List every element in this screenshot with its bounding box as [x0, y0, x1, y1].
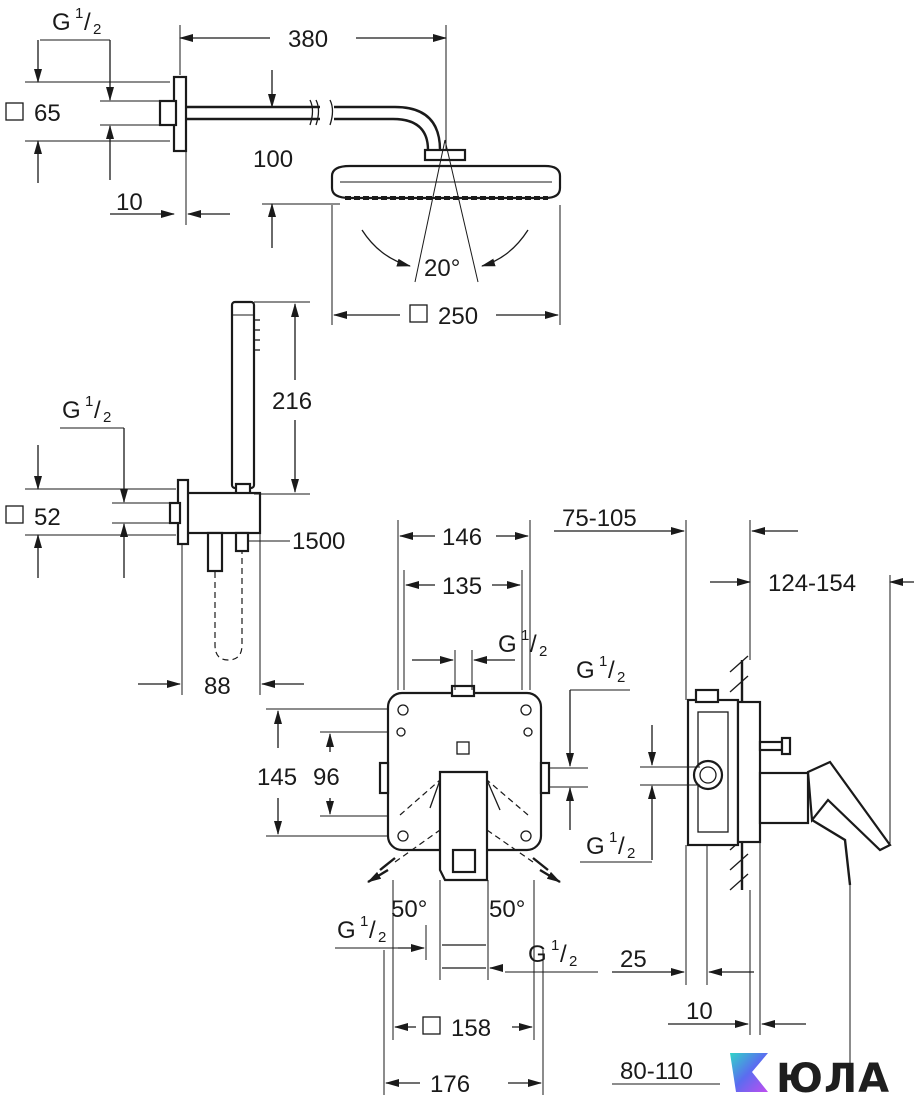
brand-name: ЮЛА — [776, 1056, 890, 1100]
hose-length-label: 1500 — [292, 528, 345, 555]
lever-reach-label: 124-154 — [768, 570, 856, 597]
shower-arm-curve-inner — [334, 117, 430, 151]
wall-plate — [736, 700, 762, 844]
head-thread-den: 2 — [93, 21, 101, 38]
side-thread-g: G — [586, 833, 605, 860]
box-inner-width-label: 135 — [442, 573, 482, 600]
head-connector — [158, 99, 178, 127]
cover-width-label: 176 — [430, 1071, 470, 1098]
right-thread-slash: / — [608, 657, 615, 684]
bottom-left-thread-num: 1 — [360, 913, 368, 930]
lever-handle — [806, 760, 892, 852]
shower-arm-curve-outer — [334, 105, 442, 151]
hand-shower — [230, 300, 256, 490]
square-symbol-icon — [5, 505, 24, 524]
hose-bracket — [184, 491, 262, 535]
bottom-left-thread-g: G — [337, 917, 356, 944]
box-width-label: 146 — [442, 524, 482, 551]
square-symbol-icon — [422, 1016, 441, 1035]
lever-base — [758, 771, 810, 825]
hose-thread-g: G — [62, 397, 81, 424]
square-symbol-icon — [409, 304, 428, 323]
angle-right-label: 50° — [489, 896, 525, 923]
brand-logo-icon — [730, 1053, 768, 1092]
hose-thread-slash: / — [94, 397, 101, 424]
head-thread-g: G — [52, 9, 71, 36]
right-thread-num: 1 — [599, 653, 607, 670]
bracket-depth-label: 88 — [204, 673, 231, 700]
plate-offset-label: 25 — [620, 946, 647, 973]
angle-left-label: 50° — [391, 896, 427, 923]
side-thread-den: 2 — [627, 845, 635, 862]
bottom-left-thread-den: 2 — [378, 929, 386, 946]
pipe-length-label: 380 — [288, 26, 328, 53]
tilt-angle-label: 20° — [424, 255, 460, 282]
head-thread-num: 1 — [75, 5, 83, 22]
plate-thickness-label: 10 — [686, 998, 713, 1025]
head-thread-slash: / — [84, 9, 91, 36]
box-height-label: 145 — [257, 764, 297, 791]
head-shower-view: 20° 380 G 1 / 2 65 100 10 — [5, 5, 562, 330]
handshower-length-label: 216 — [272, 388, 312, 415]
brand-watermark: ЮЛА — [730, 1053, 890, 1100]
bottom-right-thread-num: 1 — [551, 937, 559, 954]
head-square-label: 250 — [438, 303, 478, 330]
head-outlet-square-label: 65 — [34, 100, 61, 127]
bottom-right-thread-slash: / — [560, 941, 567, 968]
hose-thread-den: 2 — [103, 409, 111, 426]
wall-range-label: 80-110 — [620, 1058, 693, 1085]
hose-thread-num: 1 — [85, 393, 93, 410]
top-thread-slash: / — [530, 631, 537, 658]
hand-shower-view: 216 G 1 / 2 52 1500 88 — [5, 300, 345, 700]
side-thread-slash: / — [618, 833, 625, 860]
mixer-front-view: 50° 50° 146 135 G 1 / 2 G 1 / 2 — [257, 520, 630, 1098]
hose-path — [214, 552, 243, 661]
cover-square-label: 158 — [451, 1015, 491, 1042]
bottom-left-thread-slash: / — [369, 917, 376, 944]
right-thread-den: 2 — [617, 669, 625, 686]
bottom-right-thread-den: 2 — [569, 953, 577, 970]
top-thread-g: G — [498, 631, 517, 658]
mixer-side-view: 75-105 124-154 G 1 / 2 25 10 80-110 — [554, 505, 914, 1085]
head-drop-label: 100 — [253, 146, 293, 173]
right-thread-g: G — [576, 657, 595, 684]
install-depth-label: 75-105 — [562, 505, 637, 532]
side-thread-num: 1 — [609, 829, 617, 846]
cartridge-icon — [692, 759, 724, 791]
top-thread-num: 1 — [521, 627, 529, 644]
bottom-right-thread-g: G — [528, 941, 547, 968]
bracket-square-label: 52 — [34, 504, 61, 531]
wall-gap-label: 10 — [116, 189, 143, 216]
square-symbol-icon — [5, 102, 24, 121]
top-thread-den: 2 — [539, 643, 547, 660]
box-inner-height-label: 96 — [313, 764, 340, 791]
